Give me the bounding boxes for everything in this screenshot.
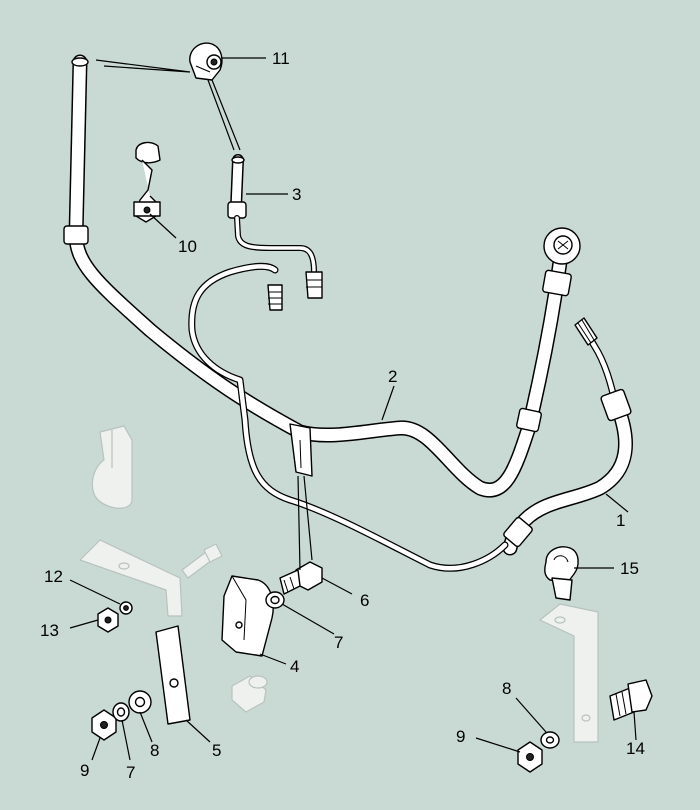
callout-1: 1: [616, 511, 625, 530]
callout-11: 11: [272, 49, 290, 68]
ghosted-spacer: [231, 675, 268, 713]
callout-2: 2: [388, 367, 397, 386]
rigid-pipe: [188, 262, 509, 572]
callout-7-upper: 7: [334, 633, 343, 652]
hose-1: [502, 317, 633, 556]
plate-5: [155, 625, 191, 725]
callout-labels: 1 2 3 4 5 6 7 7 8 8 9 9 10 11 12 13 14 1…: [40, 49, 645, 782]
callout-10: 10: [178, 237, 197, 256]
nut-9-lower-right: [517, 741, 543, 773]
callout-12: 12: [44, 567, 63, 586]
pipe-3: [227, 154, 323, 299]
nut-9-lower-left: [91, 709, 117, 741]
bolt-14: [609, 679, 653, 721]
callout-8-lower-left: 8: [150, 741, 159, 760]
nut-13: [97, 607, 119, 633]
hose-2-ferrule-top: [63, 225, 89, 245]
clip-15: [544, 546, 579, 601]
callout-14: 14: [626, 739, 645, 758]
bolt-6: [279, 561, 323, 595]
callout-6: 6: [360, 591, 369, 610]
hose-1-ferrule: [600, 388, 632, 422]
callout-4: 4: [290, 657, 299, 676]
washer-8-lower-right: [540, 731, 560, 749]
ghosted-bolt: [181, 543, 223, 579]
washer-7-upper: [265, 591, 285, 609]
hose-clip-11: [189, 42, 223, 81]
washer-8-lower-left: [128, 690, 152, 714]
hose-1-lower-ferrule: [503, 516, 533, 548]
callout-3: 3: [292, 185, 301, 204]
clip-10: [133, 141, 161, 223]
clamp-bracket-4: [221, 575, 274, 657]
hose-1-union-nut: [574, 317, 598, 346]
callout-15: 15: [620, 559, 639, 578]
ghosted-bracket-lower-left: [79, 539, 183, 617]
washer-12: [119, 601, 133, 615]
callout-7-lower: 7: [126, 763, 135, 782]
callout-8-lower-right: 8: [502, 679, 511, 698]
hose-bracket-clip: [289, 423, 313, 477]
callout-13: 13: [40, 621, 59, 640]
ghosted-bracket-14: [539, 603, 599, 743]
pipe-3-end-fitting: [305, 271, 323, 299]
callout-9-lower-left: 9: [80, 761, 89, 780]
callout-9-lower-right: 9: [456, 727, 465, 746]
leader-lines: [69, 57, 637, 761]
callout-5: 5: [212, 741, 221, 760]
washer-7-lower-left: [112, 702, 130, 722]
hose-2-ferrule-end: [542, 269, 572, 297]
hose-2: [63, 54, 581, 498]
ghosted-bracket-upper-left: [91, 425, 133, 509]
hose-2-ferrule-mid: [516, 407, 542, 433]
